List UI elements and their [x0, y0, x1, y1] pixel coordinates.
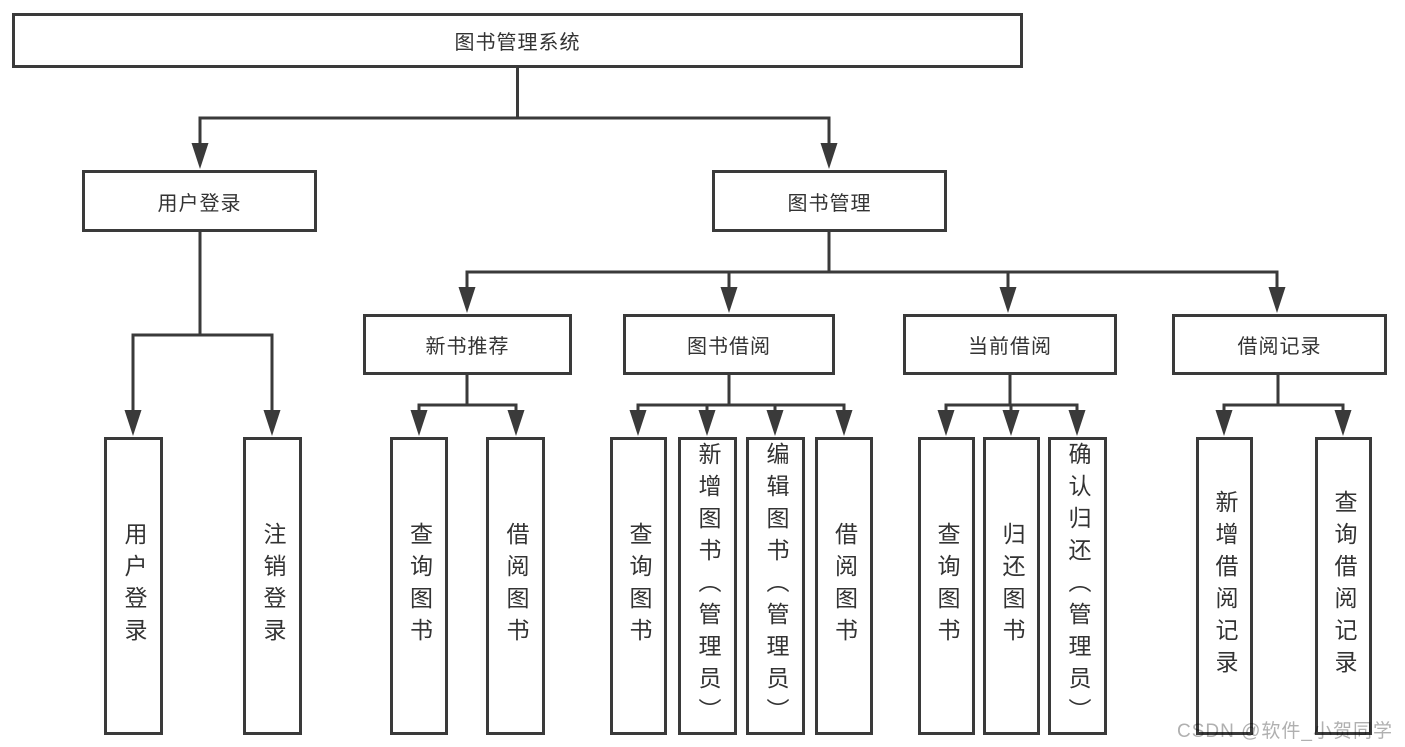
- node-label: 借阅记录: [1237, 336, 1322, 358]
- leaf-user-login: 用户登录: [104, 437, 163, 735]
- node-borrow-records: 借阅记录: [1172, 314, 1387, 375]
- arrowhead-icon: [263, 410, 281, 436]
- node-label: 确认归还（管理员）: [1065, 442, 1091, 730]
- node-book-management: 图书管理: [712, 170, 947, 232]
- node-label: 新书推荐: [425, 336, 510, 358]
- node-label: 借阅图书: [503, 522, 529, 650]
- connector-root-to-level2: [191, 68, 838, 169]
- leaf-return-books: 归还图书: [983, 437, 1040, 735]
- arrowhead-icon: [937, 410, 955, 436]
- node-book-borrow: 图书借阅: [623, 314, 835, 375]
- connector-newbookrec-to-leaves: [410, 375, 525, 436]
- node-label: 用户登录: [157, 192, 242, 215]
- node-label: 查询图书: [406, 522, 433, 650]
- leaf-query-books-recommend: 查询图书: [390, 437, 448, 735]
- leaf-borrow-books-recommend: 借阅图书: [486, 437, 545, 735]
- node-label: 新增图书（管理员）: [695, 442, 721, 730]
- arrowhead-icon: [766, 410, 784, 436]
- connector-bookmgmt-to-level3: [458, 232, 1286, 313]
- node-current-borrow: 当前借阅: [903, 314, 1117, 375]
- arrowhead-icon: [1002, 410, 1020, 436]
- arrowhead-icon: [1334, 410, 1352, 436]
- node-new-book-recommend: 新书推荐: [363, 314, 572, 375]
- node-label: 用户登录: [121, 522, 147, 650]
- leaf-query-borrow-record: 查询借阅记录: [1315, 437, 1372, 735]
- arrowhead-icon: [835, 410, 853, 436]
- arrowhead-icon: [124, 410, 142, 436]
- leaf-add-book-admin: 新增图书（管理员）: [678, 437, 737, 735]
- connector-userlogin-to-leaves: [124, 232, 281, 436]
- connector-bookborrow-to-leaves: [629, 375, 853, 436]
- node-label: 图书借阅: [687, 336, 771, 358]
- connector-borrowrecords-to-leaves: [1215, 375, 1352, 436]
- node-label: 图书管理: [787, 192, 872, 215]
- arrowhead-icon: [1215, 410, 1233, 436]
- node-label: 查询图书: [934, 522, 960, 650]
- leaf-confirm-return-admin: 确认归还（管理员）: [1048, 437, 1107, 735]
- leaf-borrow-books: 借阅图书: [815, 437, 873, 735]
- arrowhead-icon: [507, 410, 525, 436]
- arrowhead-icon: [458, 287, 476, 313]
- connector-currentborrow-to-leaves: [937, 375, 1086, 436]
- arrowhead-icon: [629, 410, 647, 436]
- leaf-edit-book-admin: 编辑图书（管理员）: [746, 437, 805, 735]
- arrowhead-icon: [698, 410, 716, 436]
- node-label: 借阅图书: [831, 522, 858, 650]
- leaf-add-borrow-record: 新增借阅记录: [1196, 437, 1253, 735]
- node-label: 归还图书: [999, 522, 1025, 650]
- leaf-query-books-borrow: 查询图书: [610, 437, 667, 735]
- node-label: 查询图书: [626, 522, 652, 650]
- arrowhead-icon: [410, 410, 428, 436]
- node-system-root: 图书管理系统: [12, 13, 1023, 68]
- arrowhead-icon: [1068, 410, 1086, 436]
- node-label: 查询借阅记录: [1331, 490, 1357, 682]
- leaf-logout: 注销登录: [243, 437, 302, 735]
- arrowhead-icon: [191, 143, 209, 169]
- arrowhead-icon: [720, 287, 738, 313]
- node-label: 图书管理系统: [454, 32, 581, 54]
- node-label: 编辑图书（管理员）: [763, 442, 789, 730]
- arrowhead-icon: [999, 287, 1017, 313]
- csdn-watermark: CSDN @软件_小贺同学: [1177, 721, 1393, 742]
- node-label: 当前借阅: [968, 336, 1052, 358]
- node-user-login: 用户登录: [82, 170, 317, 232]
- node-label: 注销登录: [260, 522, 286, 650]
- arrowhead-icon: [820, 143, 838, 169]
- leaf-query-books-current: 查询图书: [918, 437, 975, 735]
- arrowhead-icon: [1268, 287, 1286, 313]
- node-label: 新增借阅记录: [1212, 490, 1238, 682]
